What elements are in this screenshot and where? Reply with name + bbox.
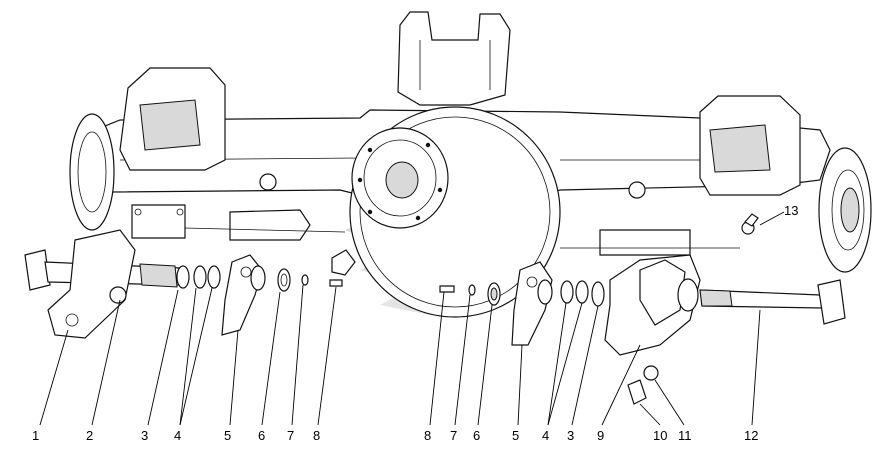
callout-7: 7 xyxy=(287,428,294,443)
callout-5: 5 xyxy=(224,428,231,443)
callout-3b: 3 xyxy=(567,428,574,443)
callout-5b: 5 xyxy=(512,428,519,443)
callout-1: 1 xyxy=(32,428,39,443)
callout-8: 8 xyxy=(313,428,320,443)
callout-3: 3 xyxy=(141,428,148,443)
brake-brackets xyxy=(131,204,740,256)
left-small-parts xyxy=(277,249,356,292)
callout-7b: 7 xyxy=(450,428,457,443)
right-lever xyxy=(511,261,553,346)
callout-9: 9 xyxy=(597,428,604,443)
grease-fitting xyxy=(741,213,759,235)
callout-4b: 4 xyxy=(542,428,549,443)
leader-lines xyxy=(39,211,785,426)
callout-8b: 8 xyxy=(424,428,431,443)
right-small-parts xyxy=(439,282,501,306)
callout-4: 4 xyxy=(174,428,181,443)
left-lever xyxy=(221,254,266,336)
left-hub-bracket xyxy=(47,229,136,339)
callout-6b: 6 xyxy=(473,428,480,443)
callout-13: 13 xyxy=(784,203,798,218)
differential-cover xyxy=(349,106,561,318)
callout-2: 2 xyxy=(86,428,93,443)
right-axle-shaft xyxy=(699,279,846,325)
callout-12: 12 xyxy=(744,428,758,443)
callout-6: 6 xyxy=(258,428,265,443)
right-hub-bracket xyxy=(604,254,701,405)
callout-labels: 1 2 3 4 5 6 7 8 8 7 6 5 4 3 9 10 11 12 1… xyxy=(32,203,798,443)
callout-10: 10 xyxy=(653,428,667,443)
left-seal-rings xyxy=(176,265,221,289)
right-seal-rings xyxy=(560,280,605,307)
callout-11: 11 xyxy=(678,428,692,443)
